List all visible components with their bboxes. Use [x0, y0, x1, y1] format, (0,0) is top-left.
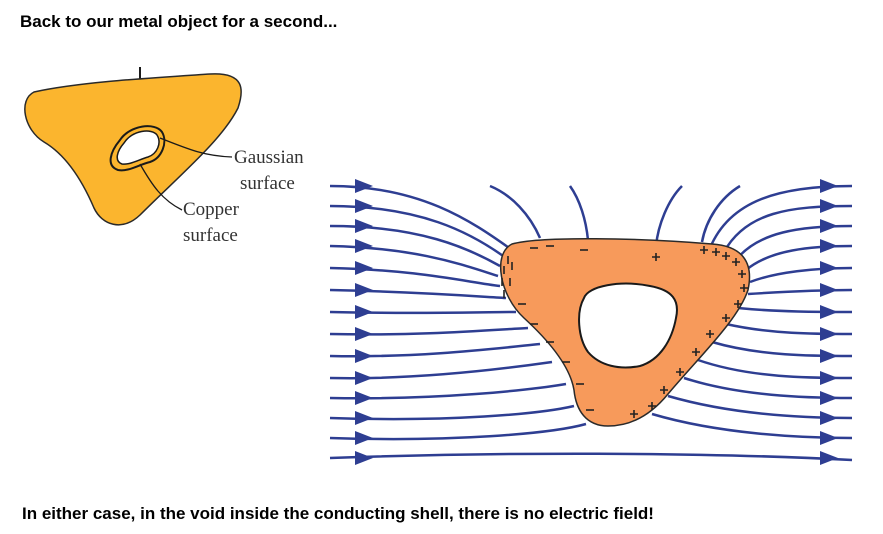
- positive-charges: [630, 246, 748, 418]
- arrow-left-8: [355, 327, 373, 341]
- conductor-cavity-void: [578, 282, 678, 369]
- pos-6: [738, 270, 746, 278]
- pos-9: [722, 314, 730, 322]
- pos-1: [652, 253, 660, 261]
- arrow-left-2: [355, 199, 373, 213]
- left-metal-figure: Gaussian surface Copper surface: [24, 67, 304, 246]
- arrow-right-10: [820, 371, 838, 385]
- arrow-left-14: [355, 451, 373, 465]
- arrow-left-5: [355, 261, 373, 275]
- field-line-right-9: [711, 340, 853, 358]
- gaussian-leader-line: [159, 137, 233, 158]
- field-line-bottom: [329, 452, 853, 462]
- field-line-top-1: [489, 184, 542, 239]
- gaussian-label-line2: surface: [240, 173, 295, 194]
- arrow-right-7: [820, 305, 838, 319]
- arrow-right-9: [820, 349, 838, 363]
- pos-12: [676, 368, 684, 376]
- arrow-right-12: [820, 411, 838, 425]
- arrow-right-3: [820, 219, 838, 233]
- field-line-right-7: [737, 306, 853, 314]
- arrow-right-2: [820, 199, 838, 213]
- pos-11: [692, 348, 700, 356]
- arrow-right-1: [820, 179, 838, 193]
- negative-charges: [501, 245, 594, 411]
- arrow-left-9: [355, 349, 373, 363]
- gaussian-label-line1: Gaussian: [234, 147, 304, 168]
- copper-leader-line: [139, 163, 183, 211]
- field-line-left-13: [329, 422, 587, 441]
- cavity-void: [116, 130, 160, 165]
- arrow-left-3: [355, 219, 373, 233]
- copper-surface-outline: [109, 125, 166, 172]
- field-line-right-1: [708, 184, 853, 249]
- left-arrowheads: [355, 179, 373, 465]
- field-line-right-6: [747, 288, 853, 296]
- field-line-left-12: [329, 404, 575, 421]
- arrow-right-8: [820, 327, 838, 341]
- right-arrowheads: [820, 179, 838, 465]
- pos-8: [734, 300, 742, 308]
- right-field-figure: [329, 179, 853, 465]
- pos-14: [648, 402, 656, 410]
- arrow-left-13: [355, 431, 373, 445]
- field-line-right-8: [725, 322, 853, 336]
- pos-7: [740, 284, 748, 292]
- copper-label-line1: Copper: [183, 199, 240, 220]
- pos-13: [660, 386, 668, 394]
- field-line-top-3: [654, 185, 683, 247]
- field-line-right-3: [735, 224, 853, 261]
- pos-10: [706, 330, 714, 338]
- field-line-top-4: [700, 184, 741, 243]
- arrow-right-13: [820, 431, 838, 445]
- arrow-left-4: [355, 239, 373, 253]
- pos-2: [700, 246, 708, 254]
- arrow-left-10: [355, 371, 373, 385]
- arrow-right-5: [820, 261, 838, 275]
- arrow-left-11: [355, 391, 373, 405]
- field-line-right-5: [749, 266, 853, 284]
- field-line-top-2: [568, 185, 590, 241]
- copper-label-line2: surface: [183, 225, 238, 246]
- pos-3: [712, 248, 720, 256]
- pos-15: [630, 410, 638, 418]
- arrow-right-11: [820, 391, 838, 405]
- arrow-right-6: [820, 283, 838, 297]
- arrow-left-12: [355, 411, 373, 425]
- pos-4: [722, 252, 730, 260]
- arrow-left-6: [355, 283, 373, 297]
- arrow-right-14: [820, 451, 838, 465]
- arrow-right-4: [820, 239, 838, 253]
- pos-5: [732, 258, 740, 266]
- arrow-left-1: [355, 179, 373, 193]
- slide-heading: Back to our metal object for a second...: [20, 12, 338, 31]
- field-line-right-4: [745, 244, 853, 271]
- arrow-left-7: [355, 305, 373, 319]
- slide-conclusion: In either case, in the void inside the c…: [22, 504, 654, 523]
